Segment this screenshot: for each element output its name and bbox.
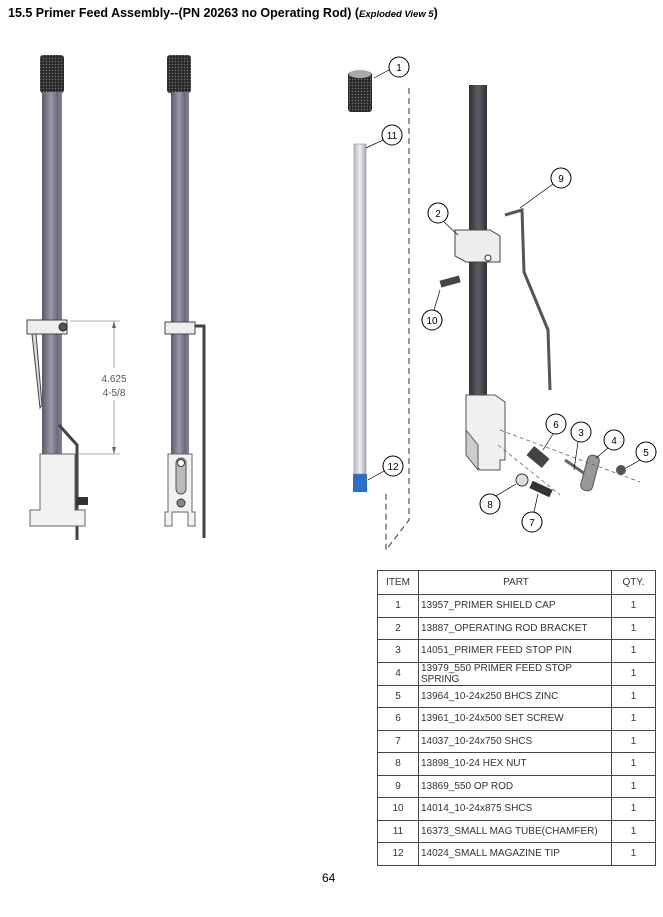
cell-item: 2 [377, 616, 419, 640]
callout-12: 12 [367, 455, 404, 481]
header-part: PART [418, 570, 612, 595]
cell-item: 1 [377, 594, 419, 618]
cell-qty: 1 [611, 707, 656, 731]
cell-part: 16373_SMALL MAG TUBE(CHAMFER) [418, 819, 612, 843]
cell-part: 13964_10-24x250 BHCS ZINC [418, 684, 612, 708]
callout-4: 4 [595, 429, 625, 459]
cell-item: 10 [377, 797, 419, 821]
cell-part: 13898_10-24 HEX NUT [418, 752, 612, 776]
svg-text:8: 8 [487, 500, 493, 511]
svg-text:7: 7 [529, 518, 535, 529]
cell-qty: 1 [611, 797, 656, 821]
cell-part: 14024_SMALL MAGAZINE TIP [418, 842, 612, 866]
cell-qty: 1 [611, 684, 656, 708]
page-number: 64 [322, 871, 336, 885]
svg-text:4: 4 [611, 436, 617, 447]
callout-10: 10 [421, 289, 443, 331]
cell-part: 14051_PRIMER FEED STOP PIN [418, 639, 612, 663]
callout-2: 2 [427, 202, 459, 236]
svg-text:2: 2 [435, 209, 441, 220]
cell-part: 14037_10-24x750 SHCS [418, 729, 612, 753]
cell-qty: 1 [611, 752, 656, 776]
cell-part: 13979_550 PRIMER FEED STOP SPRING [418, 661, 612, 686]
cell-item: 7 [377, 729, 419, 753]
svg-text:12: 12 [387, 462, 399, 473]
cell-qty: 1 [611, 639, 656, 663]
exploded-view [348, 70, 641, 552]
section-title: 15.5 Primer Feed Assembly--(PN 20263 no … [8, 6, 438, 20]
dimension-fraction: 4-5/8 [103, 388, 126, 399]
front-view-left [164, 55, 206, 538]
callout-5: 5 [625, 441, 657, 469]
cell-item: 4 [377, 661, 419, 686]
cell-qty: 1 [611, 729, 656, 753]
title-text: 15.5 Primer Feed Assembly--(PN 20263 no … [8, 6, 360, 20]
header-qty: QTY. [611, 570, 656, 595]
cell-item: 9 [377, 774, 419, 798]
cell-item: 12 [377, 842, 419, 866]
svg-text:3: 3 [578, 428, 584, 439]
cell-part: 13961_10-24x500 SET SCREW [418, 707, 612, 731]
cell-part: 13957_PRIMER SHIELD CAP [418, 594, 612, 618]
callout-7: 7 [521, 493, 543, 533]
svg-text:10: 10 [426, 316, 438, 327]
callout-3: 3 [570, 421, 592, 471]
cell-qty: 1 [611, 616, 656, 640]
svg-text:1: 1 [396, 63, 402, 74]
cell-item: 3 [377, 639, 419, 663]
svg-text:5: 5 [643, 448, 649, 459]
callout-11: 11 [365, 124, 403, 149]
callout-9: 9 [519, 167, 572, 209]
cell-part: 13869_550 OP ROD [418, 774, 612, 798]
cell-qty: 1 [611, 661, 656, 686]
cell-item: 5 [377, 684, 419, 708]
callout-1: 1 [373, 56, 410, 79]
cell-qty: 1 [611, 819, 656, 843]
exploded-view-drawing: 4.625 4-5/8 1 2 3 4 [26, 55, 657, 552]
callout-6: 6 [542, 413, 567, 451]
dimension-decimal: 4.625 [101, 374, 126, 385]
header-item: ITEM [377, 570, 419, 595]
cell-qty: 1 [611, 594, 656, 618]
title-subtitle: Exploded View 5 [359, 9, 434, 20]
cell-item: 8 [377, 752, 419, 776]
cell-part: 14014_10-24x875 SHCS [418, 797, 612, 821]
cell-qty: 1 [611, 774, 656, 798]
side-view-left: 4.625 4-5/8 [26, 55, 127, 540]
cell-item: 11 [377, 819, 419, 843]
cell-part: 13887_OPERATING ROD BRACKET [418, 616, 612, 640]
callout-8: 8 [479, 483, 517, 515]
cell-item: 6 [377, 707, 419, 731]
table-header-row: ITEM PART QTY. [377, 570, 656, 595]
cell-qty: 1 [611, 842, 656, 866]
svg-text:9: 9 [558, 174, 564, 185]
title-close: ) [433, 6, 438, 20]
svg-text:11: 11 [387, 131, 398, 142]
svg-text:6: 6 [553, 420, 559, 431]
